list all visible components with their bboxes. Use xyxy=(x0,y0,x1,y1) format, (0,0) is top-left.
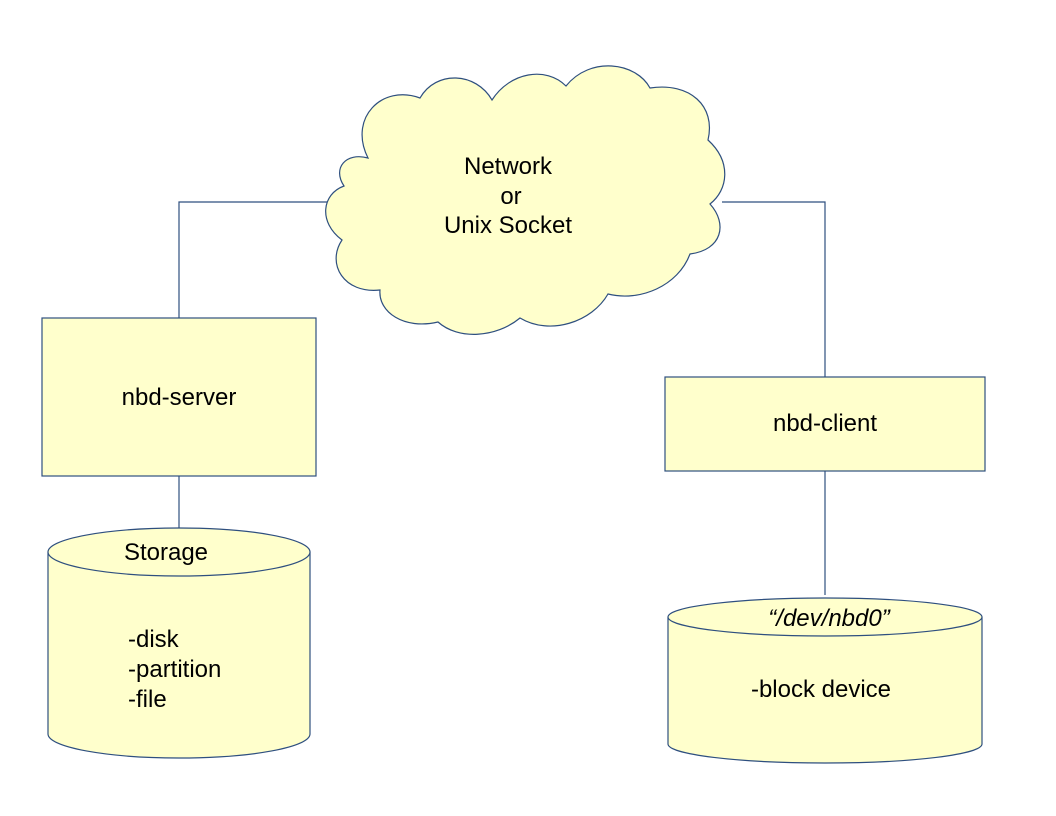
network-label-line2: or xyxy=(500,183,521,210)
block-device-path: “/dev/nbd0” xyxy=(768,605,890,632)
network-label-line3: Unix Socket xyxy=(444,212,572,239)
cloud-shape xyxy=(325,65,726,335)
storage-cylinder-top xyxy=(47,527,311,577)
nbd-client-rect xyxy=(664,376,986,472)
connector-server-to-cloud xyxy=(178,201,332,318)
nbd-client-label: nbd-client xyxy=(773,410,877,437)
network-cloud: Network or Unix Socket xyxy=(325,65,726,335)
block-device-cylinder: “/dev/nbd0” -block device xyxy=(667,597,983,764)
storage-item-partition: -partition xyxy=(128,656,221,683)
block-device-cylinder-body xyxy=(667,617,983,764)
nbd-client-box: nbd-client xyxy=(664,376,986,472)
storage-title: Storage xyxy=(124,539,208,566)
nbd-server-label: nbd-server xyxy=(122,384,237,411)
block-device-cylinder-top xyxy=(667,597,983,637)
storage-cylinder-body xyxy=(47,552,311,759)
nbd-server-box: nbd-server xyxy=(41,317,317,477)
nbd-server-rect xyxy=(41,317,317,477)
block-device-item: -block device xyxy=(751,676,891,703)
storage-cylinder: Storage -disk -partition -file xyxy=(47,527,311,759)
network-label-line1: Network xyxy=(464,153,553,180)
connector-cloud-to-client xyxy=(722,201,826,377)
storage-item-disk: -disk xyxy=(128,626,180,653)
storage-item-file: -file xyxy=(128,686,167,713)
